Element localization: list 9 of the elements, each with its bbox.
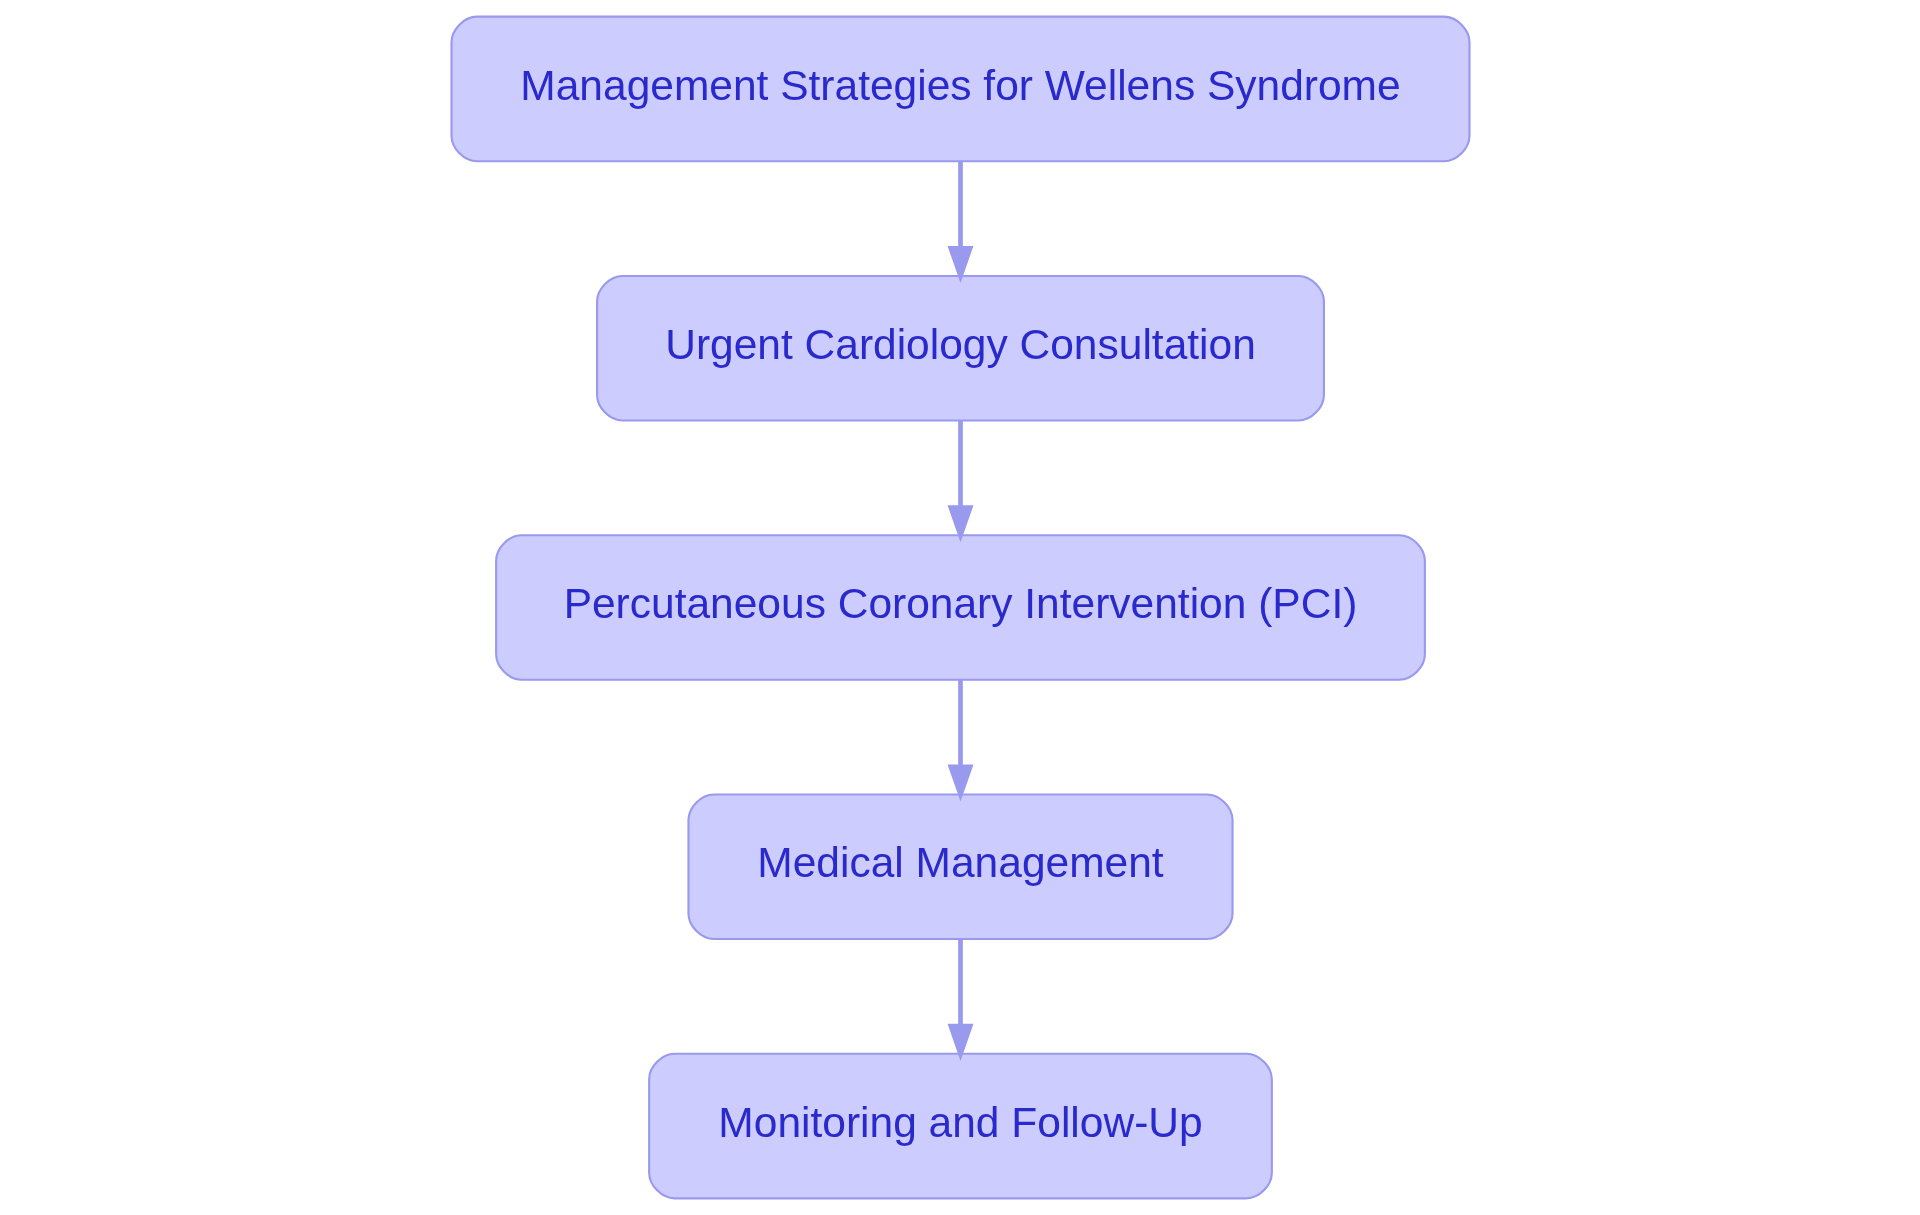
node-box: Urgent Cardiology Consultation — [595, 274, 1325, 422]
arrow — [947, 420, 973, 543]
node-box: Monitoring and Follow-Up — [647, 1052, 1273, 1200]
arrow — [947, 161, 973, 284]
node-box: Percutaneous Coronary Intervention (PCI) — [494, 534, 1426, 681]
node-box: Management Strategies for Wellens Syndrome — [449, 15, 1471, 163]
arrow — [947, 939, 973, 1061]
node-box: Medical Management — [686, 793, 1234, 941]
arrow — [947, 680, 973, 802]
